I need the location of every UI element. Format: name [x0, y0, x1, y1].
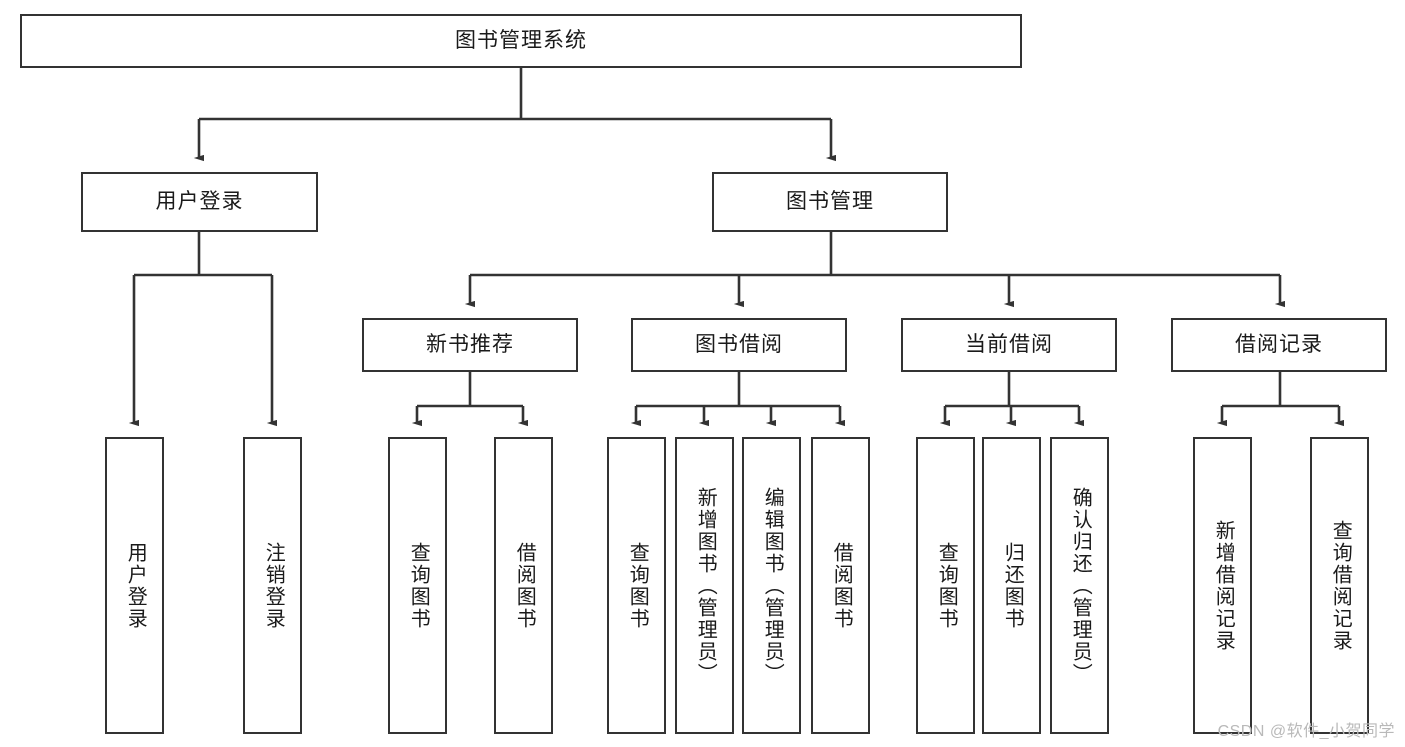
csdn-watermark: CSDN @软件_小贺同学: [1217, 723, 1395, 740]
node-new-book-recommend[interactable]: 新书推荐: [362, 318, 578, 372]
node-book-borrow-label: 图书借阅: [695, 332, 783, 356]
leaf-query-book-3[interactable]: 查询图书: [916, 437, 975, 734]
leaf-return-book[interactable]: 归还图书: [982, 437, 1041, 734]
node-borrow-record-label: 借阅记录: [1235, 332, 1323, 356]
node-book-borrow[interactable]: 图书借阅: [631, 318, 847, 372]
leaf-logout-login-label: 注销登录: [262, 541, 285, 630]
leaf-query-book-3-label: 查询图书: [935, 541, 958, 630]
leaf-add-borrow-record[interactable]: 新增借阅记录: [1193, 437, 1252, 734]
leaf-user-login[interactable]: 用户登录: [105, 437, 164, 734]
node-root-label: 图书管理系统: [455, 28, 587, 52]
node-user-login-label: 用户登录: [155, 189, 244, 213]
node-book-manage-label: 图书管理: [786, 189, 874, 213]
leaf-confirm-return-label: 确认归还（管理员）: [1069, 486, 1092, 685]
node-borrow-record[interactable]: 借阅记录: [1171, 318, 1387, 372]
leaf-borrow-book-2-label: 借阅图书: [830, 541, 853, 630]
leaf-add-borrow-record-label: 新增借阅记录: [1212, 519, 1235, 652]
leaf-query-book-2[interactable]: 查询图书: [607, 437, 666, 734]
leaf-query-book-1[interactable]: 查询图书: [388, 437, 447, 734]
leaf-query-borrow-record-label: 查询借阅记录: [1329, 519, 1352, 652]
node-root[interactable]: 图书管理系统: [20, 14, 1022, 68]
node-new-book-recommend-label: 新书推荐: [426, 332, 514, 356]
node-current-borrow-label: 当前借阅: [965, 332, 1053, 356]
leaf-confirm-return[interactable]: 确认归还（管理员）: [1050, 437, 1109, 734]
leaf-add-book[interactable]: 新增图书（管理员）: [675, 437, 734, 734]
leaf-borrow-book-1[interactable]: 借阅图书: [494, 437, 553, 734]
leaf-borrow-book-2[interactable]: 借阅图书: [811, 437, 870, 734]
node-user-login[interactable]: 用户登录: [81, 172, 318, 232]
leaf-borrow-book-1-label: 借阅图书: [513, 541, 536, 630]
leaf-edit-book-label: 编辑图书（管理员）: [761, 486, 784, 685]
leaf-logout-login[interactable]: 注销登录: [243, 437, 302, 734]
leaf-query-borrow-record[interactable]: 查询借阅记录: [1310, 437, 1369, 734]
leaf-user-login-label: 用户登录: [124, 541, 147, 630]
leaf-return-book-label: 归还图书: [1001, 541, 1024, 630]
leaf-query-book-1-label: 查询图书: [407, 541, 430, 630]
leaf-edit-book[interactable]: 编辑图书（管理员）: [742, 437, 801, 734]
node-current-borrow[interactable]: 当前借阅: [901, 318, 1117, 372]
leaf-query-book-2-label: 查询图书: [626, 541, 649, 630]
leaf-add-book-label: 新增图书（管理员）: [694, 486, 717, 685]
node-book-manage[interactable]: 图书管理: [712, 172, 948, 232]
